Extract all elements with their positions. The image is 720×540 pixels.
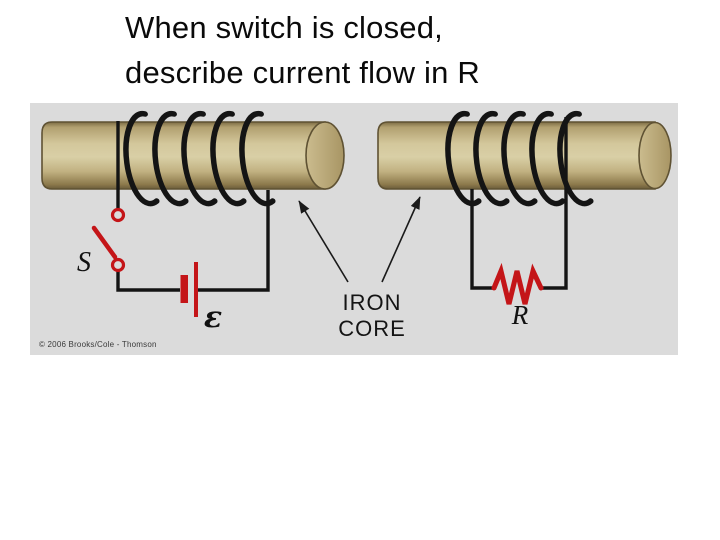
slide-title-line1: When switch is closed, <box>125 10 443 45</box>
primary-coil-turn <box>181 110 218 207</box>
iron-core-label-line1: IRON <box>343 290 402 315</box>
emf-label: ε <box>204 300 222 335</box>
switch-terminal-bottom <box>110 257 126 273</box>
primary-coil-turn <box>239 110 276 207</box>
secondary-iron-core <box>377 121 672 190</box>
secondary-coil <box>445 110 594 207</box>
secondary-coil-turn <box>557 110 594 207</box>
switch-to-battery-wire <box>116 271 180 292</box>
switch-terminal-top <box>110 207 126 223</box>
iron-core-pointer-arrows <box>298 196 421 283</box>
iron-core-label-line2: CORE <box>338 316 406 341</box>
circuit-diagram: S ε R IRON CORE <box>41 110 672 341</box>
secondary-coil-turn <box>501 110 538 207</box>
secondary-coil-turn <box>529 110 566 207</box>
secondary-circuit-wires <box>470 117 568 290</box>
secondary-coil-turn <box>473 110 510 207</box>
primary-iron-core <box>41 121 345 190</box>
switch <box>91 207 126 273</box>
resistor-to-coil-wire <box>541 117 568 290</box>
primary-core-end-cap <box>305 121 345 190</box>
switch-blade-open <box>91 225 118 260</box>
switch-label: S <box>77 247 91 278</box>
copyright-notice: © 2006 Brooks/Cole - Thomson <box>39 340 157 349</box>
battery <box>180 262 198 317</box>
secondary-coil-turn <box>445 110 482 207</box>
battery-to-coil-wire <box>198 190 270 292</box>
left-core-pointer-arrow-icon <box>298 200 349 283</box>
coil-to-resistor-wire <box>470 189 494 290</box>
primary-coil <box>123 110 276 207</box>
primary-coil-turn <box>152 110 189 207</box>
battery-long-plate <box>194 262 198 317</box>
slide-title: When switch is closed, describe current … <box>125 5 480 95</box>
primary-coil-turn <box>210 110 247 207</box>
slide-title-line2: describe current flow in R <box>125 55 480 90</box>
battery-short-plate <box>180 275 188 303</box>
secondary-core-body <box>377 121 656 190</box>
resistor-label: R <box>511 300 529 330</box>
resistor-zigzag <box>491 262 544 305</box>
induction-figure-panel: S ε R IRON CORE © 2006 Brooks/Cole - Tho… <box>30 103 678 355</box>
right-core-pointer-arrow-icon <box>381 196 421 283</box>
secondary-core-end-cap <box>638 121 672 190</box>
primary-coil-turn <box>123 110 160 207</box>
primary-circuit-wires <box>116 121 270 292</box>
